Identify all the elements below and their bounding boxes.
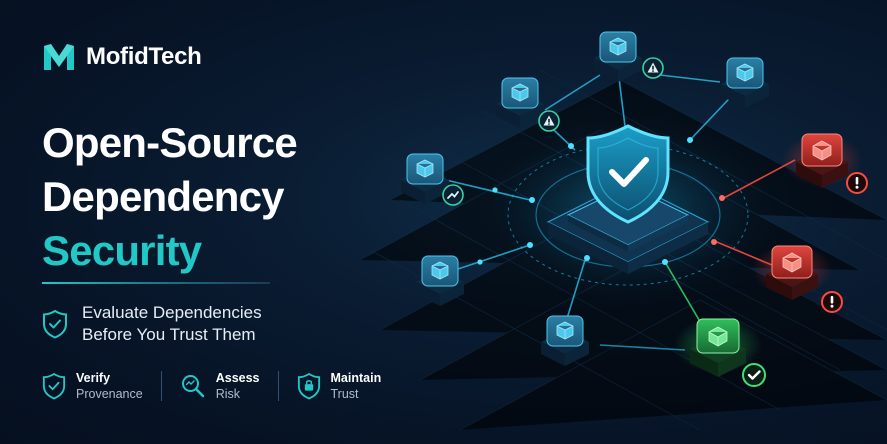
- title-line-1: Open-Source: [42, 119, 298, 166]
- alert-badge-icon: [846, 172, 868, 194]
- feature-separator: [160, 371, 162, 401]
- tagline-text: Evaluate Dependencies Before You Trust T…: [82, 302, 262, 346]
- trend-badge-icon: [442, 184, 464, 206]
- feature-title: Verify: [76, 371, 111, 385]
- package-nodes: [401, 31, 862, 377]
- m-logo-icon: [44, 44, 74, 70]
- title-line-3: Security: [42, 227, 202, 274]
- page-title: Open-Source Dependency Security: [42, 116, 298, 278]
- check-badge-icon: [742, 363, 766, 387]
- cube-icon: [431, 261, 449, 280]
- magnifier-icon: [181, 375, 205, 398]
- feature-subtitle: Trust: [330, 387, 359, 401]
- feature-list: Verify Provenance Assess Risk: [42, 370, 399, 402]
- cube-icon: [556, 321, 574, 340]
- title-divider: [42, 282, 270, 284]
- feature-title: Maintain: [330, 371, 382, 385]
- feature-maintain: Maintain Trust: [297, 370, 400, 402]
- center-shield-icon: [586, 124, 670, 224]
- hero-text-panel: MofidTech Open-Source Dependency Securit…: [0, 0, 381, 444]
- feature-title: Assess: [215, 371, 260, 385]
- feature-separator: [277, 371, 279, 401]
- brand-name: MofidTech: [86, 43, 202, 70]
- package-node-upper-left: [496, 77, 544, 128]
- cube-icon: [708, 326, 728, 347]
- shield-lock-icon: [297, 372, 320, 400]
- shield-check-icon: [42, 372, 66, 400]
- warning-badge-icon: [642, 57, 664, 79]
- status-badges: [442, 57, 868, 387]
- package-node-lower-left: [416, 255, 464, 306]
- shield-check-icon: [43, 309, 67, 339]
- cube-icon: [416, 159, 434, 178]
- cube-icon: [812, 140, 832, 161]
- cube-icon: [609, 37, 627, 56]
- feature-verify: Verify Provenance: [42, 370, 161, 402]
- feature-subtitle: Provenance: [76, 387, 143, 401]
- cube-icon: [511, 83, 529, 102]
- cube-icon: [782, 252, 802, 273]
- tagline-line-1: Evaluate Dependencies: [82, 303, 262, 322]
- brand: MofidTech: [42, 42, 202, 72]
- tagline-line-2: Before You Trust Them: [82, 325, 256, 344]
- verified-node: [690, 318, 746, 377]
- tagline: Evaluate Dependencies Before You Trust T…: [42, 302, 262, 346]
- package-node-left: [401, 153, 449, 204]
- vulnerable-node-lower: [766, 245, 818, 300]
- link-dots: [477, 137, 725, 265]
- package-node-upper-right: [721, 57, 769, 108]
- warning-badge-icon: [538, 110, 560, 132]
- package-node-bottom: [541, 315, 589, 366]
- vulnerable-node-upper: [796, 133, 848, 188]
- feature-assess: Assess Risk: [180, 370, 278, 402]
- title-line-2: Dependency: [42, 173, 285, 220]
- feature-subtitle: Risk: [215, 387, 241, 401]
- alert-badge-icon: [821, 291, 843, 313]
- package-node-top: [594, 31, 642, 82]
- cube-icon: [736, 63, 754, 82]
